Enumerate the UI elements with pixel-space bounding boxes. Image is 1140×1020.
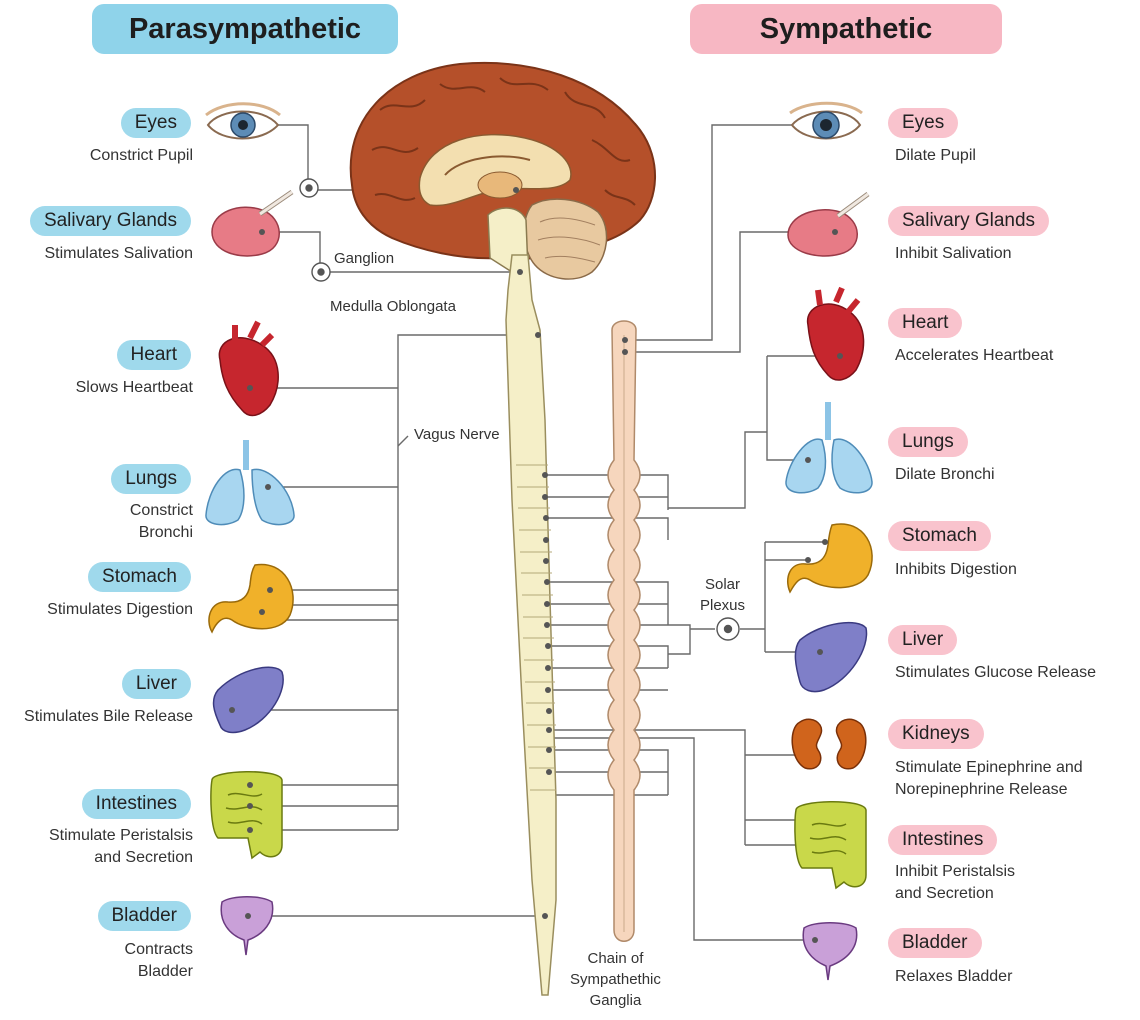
- para-heart-label: Heart: [116, 340, 191, 370]
- para-salivary-effect: Stimulates Salivation: [44, 245, 193, 262]
- para-salivary-label: Salivary Glands: [29, 206, 191, 236]
- symp-lungs-effect: Dilate Bronchi: [895, 466, 995, 483]
- symp-eyes-label: Eyes: [888, 108, 959, 138]
- bladder-icon: [802, 922, 858, 981]
- heart-icon: [218, 320, 279, 417]
- intestines-icon: [794, 801, 867, 890]
- symp-liver-effect: Stimulates Glucose Release: [895, 664, 1096, 681]
- symp-intestines-effect: Inhibit Peristalsis and Secretion: [895, 863, 1016, 902]
- para-liver-effect: Stimulates Bile Release: [24, 708, 193, 725]
- spinal-cord: [505, 187, 557, 996]
- bladder-icon: [220, 896, 274, 956]
- symp-lungs-label: Lungs: [888, 427, 968, 457]
- symp-heart-label: Heart: [888, 308, 963, 338]
- para-eyes-label: Eyes: [120, 108, 191, 138]
- intestines-icon: [210, 771, 283, 860]
- para-intestines-label: Intestines: [81, 789, 191, 819]
- symp-kidneys-label: Kidneys: [888, 719, 984, 749]
- stomach-icon: [208, 563, 294, 634]
- parasympathetic-header: Parasympathetic: [92, 4, 398, 54]
- symp-stomach-label: Stomach: [888, 521, 991, 551]
- symp-kidneys-effect: Stimulate Epinephrine and Norepinephrine…: [895, 759, 1083, 798]
- chain-of-ganglia-label: Chain of Sympathethic Ganglia: [570, 950, 661, 1009]
- solar-plexus-label: Solar Plexus: [700, 576, 746, 614]
- symp-bladder-effect: Relaxes Bladder: [895, 968, 1013, 985]
- lungs-icon: [785, 402, 873, 494]
- symp-intestines-label: Intestines: [888, 825, 998, 855]
- stomach-icon: [786, 523, 873, 594]
- symp-bladder-label: Bladder: [888, 928, 982, 958]
- ganglion-marker: [299, 178, 331, 282]
- heart-icon: [806, 286, 865, 381]
- liver-icon: [794, 621, 868, 693]
- symp-stomach-effect: Inhibits Digestion: [895, 561, 1017, 578]
- para-lungs-label: Lungs: [111, 464, 191, 494]
- medulla-oblongata-label: Medulla Oblongata: [330, 298, 456, 315]
- lungs-icon: [205, 440, 295, 526]
- para-liver-label: Liver: [121, 669, 191, 699]
- sympathetic-header: Sympathetic: [690, 4, 1002, 54]
- eye-icon: [789, 101, 863, 140]
- sympathetic-chain: [607, 320, 641, 942]
- para-stomach-label: Stomach: [88, 562, 191, 592]
- symp-eyes-effect: Dilate Pupil: [895, 147, 976, 164]
- para-heart-effect: Slows Heartbeat: [75, 379, 193, 396]
- solar-plexus-marker: [716, 617, 740, 641]
- para-bladder-effect: Contracts Bladder: [124, 941, 193, 980]
- para-lungs-effect: Constrict Bronchi: [129, 502, 193, 541]
- para-bladder-label: Bladder: [97, 901, 191, 931]
- para-eyes-effect: Constrict Pupil: [89, 147, 193, 164]
- para-stomach-effect: Stimulates Digestion: [47, 601, 193, 618]
- brain-illustration: [349, 62, 657, 280]
- liver-icon: [212, 666, 284, 734]
- eye-icon: [205, 102, 281, 140]
- symp-liver-label: Liver: [888, 625, 958, 655]
- para-intestines-effect: Stimulate Peristalsis and Secretion: [48, 827, 193, 866]
- ganglion-label: Ganglion: [334, 250, 395, 267]
- vagus-nerve-label: Vagus Nerve: [414, 426, 500, 443]
- salivary-gland-icon: [211, 189, 294, 257]
- symp-heart-effect: Accelerates Heartbeat: [895, 347, 1054, 364]
- salivary-gland-icon: [787, 191, 870, 257]
- symp-salivary-effect: Inhibit Salivation: [895, 245, 1012, 262]
- kidneys-icon: [791, 718, 867, 770]
- symp-salivary-label: Salivary Glands: [888, 206, 1050, 236]
